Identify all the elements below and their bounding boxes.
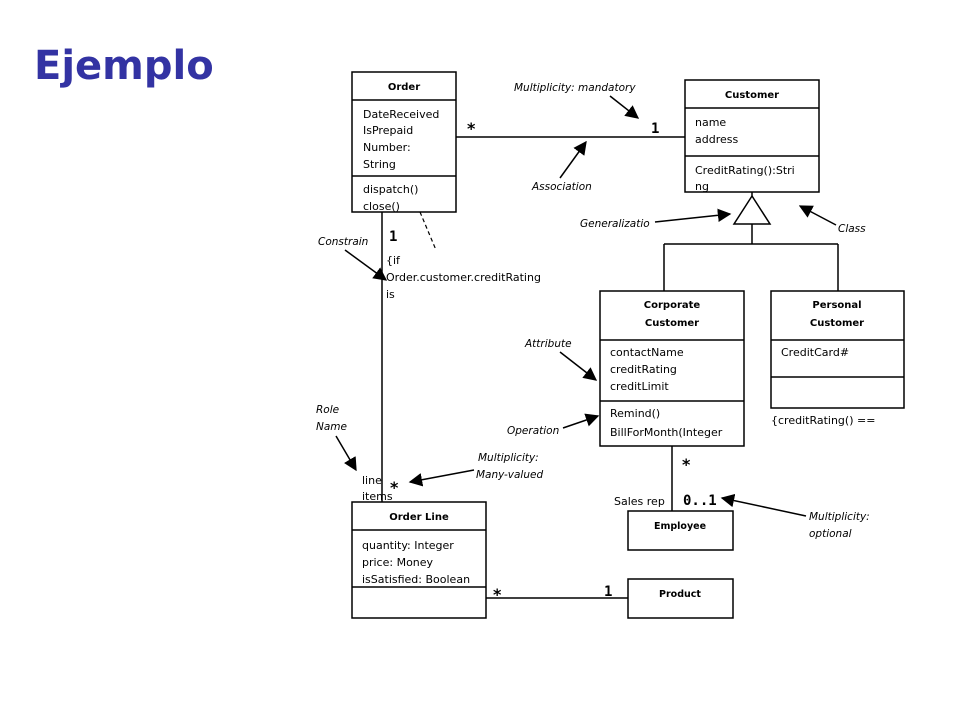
- customer-attr: address: [695, 133, 738, 146]
- product-class-name: Product: [659, 589, 701, 600]
- order-op: close(): [363, 200, 400, 213]
- corporate-attr: creditLimit: [610, 380, 669, 393]
- customer-class-name: Customer: [725, 90, 779, 101]
- annotation-multiplicity-many-1: Multiplicity:: [478, 452, 539, 464]
- order-line-attr: isSatisfied: Boolean: [362, 573, 470, 586]
- class-customer[interactable]: Customer name address CreditRating():Str…: [684, 79, 820, 193]
- order-constraint-line: {if: [386, 254, 401, 267]
- annotation-constrain: Constrain: [318, 236, 368, 248]
- class-order-line[interactable]: Order Line quantity: Integer price: Mone…: [351, 501, 487, 619]
- order-constraint-line: Order.customer.creditRating: [386, 271, 541, 284]
- multiplicity-order-customer-customer-end: 1: [651, 121, 659, 137]
- corporate-attr: contactName: [610, 346, 684, 359]
- annotation-role-name-1: Role: [316, 404, 339, 416]
- employee-class-name: Employee: [654, 521, 706, 532]
- annotation-generalization-arrow: [654, 208, 732, 223]
- customer-op: CreditRating():Stri: [695, 164, 795, 177]
- class-corporate-customer[interactable]: Corporate Customer contactName creditRat…: [599, 290, 745, 447]
- annotation-multiplicity-optional-2: optional: [809, 528, 852, 540]
- role-label-items: items: [362, 490, 393, 503]
- order-line-class-name: Order Line: [389, 512, 449, 523]
- corporate-class-name-2: Customer: [645, 318, 699, 329]
- generalization: [663, 192, 839, 291]
- personal-class-name-1: Personal: [812, 300, 861, 311]
- multiplicity-order-customer-order-end: *: [467, 119, 476, 138]
- annotation-operation: Operation: [507, 425, 559, 437]
- annotation-association-arrow: [559, 140, 587, 179]
- annotation-multiplicity-mandatory-arrow: [609, 95, 640, 119]
- personal-class-name-2: Customer: [810, 318, 864, 329]
- annotation-role-name-arrow: [335, 435, 357, 472]
- annotation-role-name-2: Name: [316, 421, 347, 433]
- annotation-multiplicity-optional-1: Multiplicity:: [809, 511, 870, 523]
- order-attr: String: [363, 158, 396, 171]
- corporate-class-name-1: Corporate: [644, 300, 701, 311]
- annotation-generalization: Generalizatio: [580, 218, 650, 230]
- constraint-dashed-line: [419, 211, 437, 251]
- order-line-attr: price: Money: [362, 556, 434, 569]
- multiplicity-orderline-product-product-end: 1: [604, 584, 612, 600]
- multiplicity-order-orderline-order-end: 1: [389, 229, 397, 245]
- role-label-sales-rep: Sales rep: [614, 495, 665, 508]
- class-order[interactable]: Order DateReceived IsPrepaid Number: Str…: [351, 71, 457, 213]
- order-attr: IsPrepaid: [363, 124, 413, 137]
- annotation-multiplicity-mandatory: Multiplicity: mandatory: [514, 82, 636, 94]
- customer-attr: name: [695, 116, 726, 129]
- corporate-op: Remind(): [610, 407, 660, 420]
- order-op: dispatch(): [363, 183, 418, 196]
- multiplicity-corporate-employee-emp-end: 0..1: [683, 493, 717, 509]
- personal-attr: CreditCard#: [781, 346, 849, 359]
- annotation-multiplicity-optional-arrow: [720, 493, 807, 517]
- multiplicity-orderline-product-line-end: *: [493, 585, 502, 604]
- annotation-attribute: Attribute: [524, 338, 572, 350]
- annotation-constrain-arrow: [344, 249, 388, 281]
- annotation-attribute-arrow: [559, 351, 598, 381]
- order-class-name: Order: [388, 82, 420, 93]
- role-label-line: line: [362, 474, 382, 487]
- order-line-attr: quantity: Integer: [362, 539, 454, 552]
- annotation-class: Class: [838, 223, 866, 235]
- slide-title: Ejemplo: [34, 43, 214, 89]
- order-attr: DateReceived: [363, 108, 439, 121]
- corporate-attr: creditRating: [610, 363, 677, 376]
- annotation-multiplicity-many-arrow: [408, 469, 475, 487]
- order-constraint-line: is: [386, 288, 395, 301]
- class-employee[interactable]: Employee: [627, 510, 734, 551]
- generalization-triangle-icon: [732, 194, 772, 225]
- annotation-operation-arrow: [562, 413, 600, 429]
- personal-constraint: {creditRating() ==: [771, 414, 875, 427]
- annotation-association: Association: [531, 181, 592, 193]
- order-attr: Number:: [363, 141, 411, 154]
- annotation-multiplicity-many-2: Many-valued: [476, 469, 543, 481]
- customer-op: ng: [695, 180, 709, 193]
- class-personal-customer[interactable]: Personal Customer CreditCard#: [770, 290, 905, 409]
- multiplicity-order-orderline-line-end: *: [390, 478, 399, 497]
- annotation-class-arrow: [798, 205, 837, 226]
- corporate-op: BillForMonth(Integer: [610, 426, 723, 439]
- class-product[interactable]: Product: [627, 578, 734, 619]
- multiplicity-corporate-employee-corp-end: *: [682, 455, 691, 474]
